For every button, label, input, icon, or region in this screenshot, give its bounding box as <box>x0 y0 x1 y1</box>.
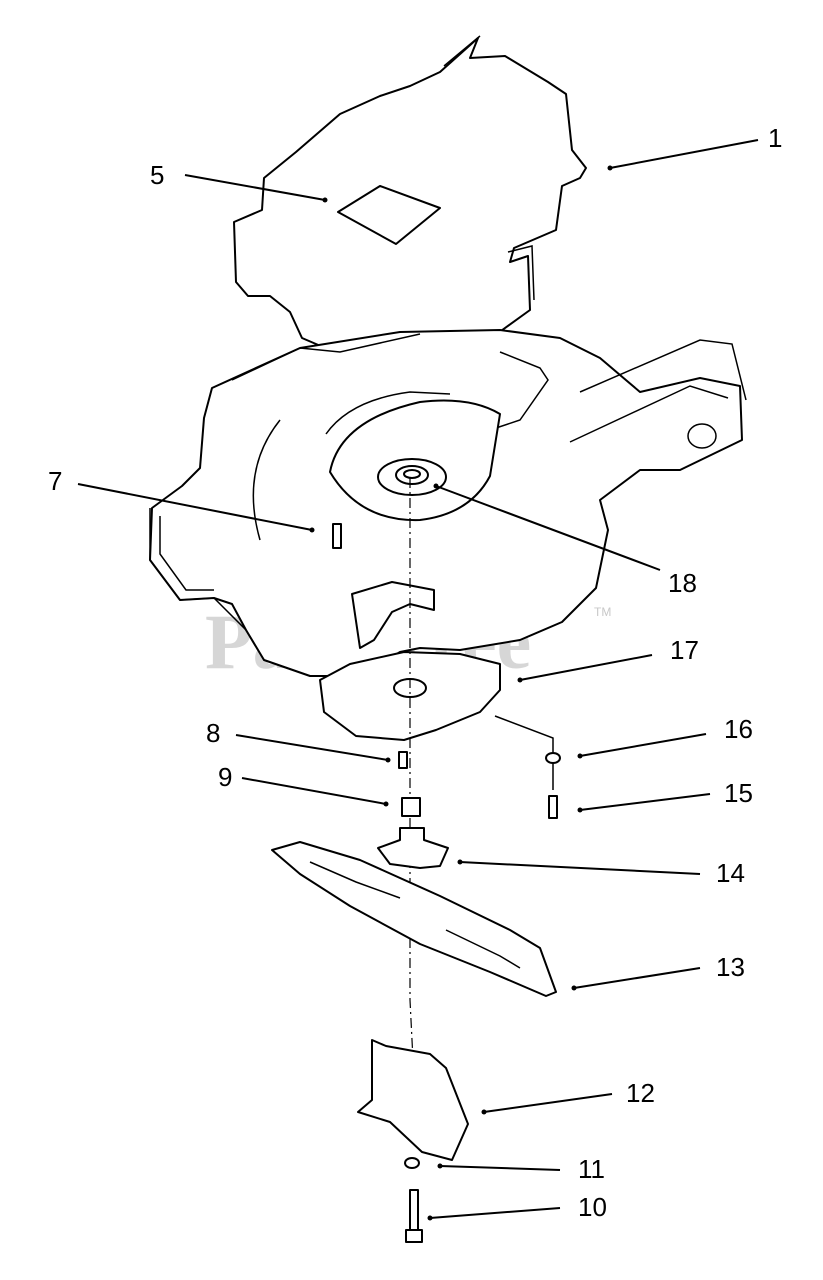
decal <box>337 185 441 245</box>
callout-13: 13 <box>716 952 745 982</box>
callout-11: 11 <box>578 1154 605 1184</box>
leader-12 <box>483 1093 613 1113</box>
mulching-deflector <box>357 1039 469 1161</box>
leader-17 <box>519 654 653 681</box>
callout-18: 18 <box>668 568 697 598</box>
leader-11 <box>439 1165 561 1171</box>
leader-1 <box>609 139 759 169</box>
callout-7: 7 <box>48 466 62 496</box>
adapter-9 <box>401 797 421 817</box>
callout-8: 8 <box>206 718 220 748</box>
leader-18 <box>435 485 661 571</box>
bolt-10 <box>405 1189 423 1243</box>
leader-16 <box>579 733 707 757</box>
nut-11 <box>404 1157 420 1169</box>
watermark-trademark: TM <box>594 605 611 619</box>
callout-1: 1 <box>768 123 782 153</box>
bolt-axis <box>494 715 554 790</box>
bolt-15 <box>548 795 558 819</box>
spindle-flange <box>329 399 501 522</box>
leader-5 <box>184 174 326 201</box>
callout-16: 16 <box>724 714 753 744</box>
locknut-16 <box>545 752 561 764</box>
leader-dots <box>309 165 613 1221</box>
leader-13 <box>573 967 701 989</box>
callout-9: 9 <box>218 762 232 792</box>
callout-14: 14 <box>716 858 745 888</box>
callout-17: 17 <box>670 635 699 665</box>
callout-10: 10 <box>578 1192 607 1222</box>
bolt-7 <box>332 523 342 549</box>
blade-adapter <box>377 827 449 869</box>
leader-15 <box>579 793 711 811</box>
blade <box>271 841 557 997</box>
leader-9 <box>241 777 387 805</box>
callout-15: 15 <box>724 778 753 808</box>
leader-7 <box>77 483 313 531</box>
leader-10 <box>429 1207 561 1219</box>
callout-5: 5 <box>150 160 164 190</box>
callout-12: 12 <box>626 1078 655 1108</box>
leader-8 <box>235 734 389 761</box>
leader-14 <box>459 861 701 875</box>
key-8 <box>398 751 408 769</box>
